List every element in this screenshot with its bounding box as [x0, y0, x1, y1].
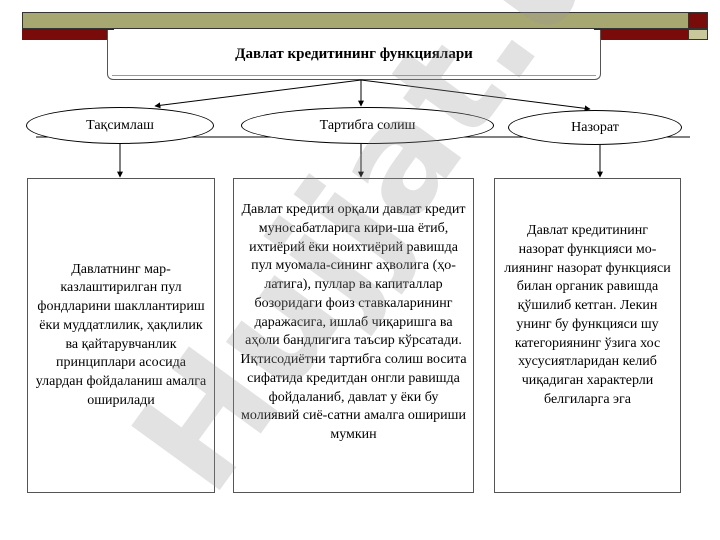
function-regulation: Тартибга солиш [241, 107, 494, 144]
function-control: Назорат [508, 110, 682, 145]
description-box-regulation: Давлат кредити орқали давлат кредит муно… [233, 178, 474, 493]
description-text: Давлат кредити орқали давлат кредит муно… [240, 202, 467, 442]
function-label: Тақсимлаш [86, 117, 154, 133]
accent-tab-right [594, 29, 688, 40]
function-distribution: Тақсимлаш [26, 107, 214, 144]
arrow-title-to-distribution [154, 79, 362, 109]
diagram-title: Давлат кредитининг функциялари [235, 46, 473, 62]
accent-tab-right-end [688, 29, 708, 40]
function-label: Тартибга солиш [319, 117, 416, 133]
function-label: Назорат [571, 119, 619, 135]
title-box: Давлат кредитининг функциялари [107, 30, 601, 80]
description-box-control: Давлат кредитининг назорат функцияси мо-… [494, 178, 681, 493]
arrow-title-to-control [360, 79, 591, 112]
description-text: Давлат кредитининг назорат функцияси мо-… [504, 223, 671, 407]
description-text: Давлатнинг мар-казлаштирилган пул фондла… [35, 261, 207, 408]
description-box-distribution: Давлатнинг мар-казлаштирилган пул фондла… [27, 178, 215, 493]
header-bar-end [688, 12, 708, 29]
accent-tab-left [22, 29, 114, 40]
